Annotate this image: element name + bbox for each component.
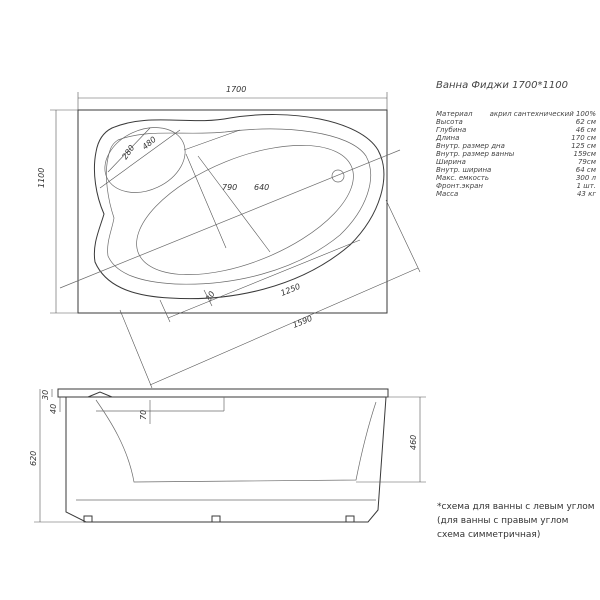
spec-value: 125 см bbox=[571, 142, 596, 150]
dim-ext-1590-right bbox=[385, 199, 421, 273]
spec-value: акрил сантехнический 100% bbox=[489, 110, 596, 118]
side-tub-inner bbox=[95, 399, 377, 483]
spec-value: 300 л bbox=[575, 174, 596, 182]
product-title: Ванна Фиджи 1700*1100 bbox=[436, 80, 568, 91]
spec-value: 159см bbox=[573, 150, 597, 158]
spec-label: Материал bbox=[436, 110, 473, 118]
spec-row: Высота 62 см bbox=[436, 118, 596, 126]
dim-label-1100: 1100 bbox=[37, 168, 46, 188]
scheme-note: *схема для ванны с левым углом (для ванн… bbox=[437, 500, 597, 542]
spec-value: 79см bbox=[577, 158, 596, 166]
spec-row: Макс. емкость 300 л bbox=[436, 174, 596, 182]
drain-icon bbox=[331, 169, 345, 183]
spec-value: 46 см bbox=[575, 126, 596, 134]
spec-value: 62 см bbox=[575, 118, 596, 126]
dim-label-30-side: 30 bbox=[41, 390, 50, 400]
top-view: 1700 1100 280 480 790 640 30 bbox=[37, 85, 421, 389]
dim-line-1590 bbox=[149, 267, 419, 386]
note-line: (для ванны с правым углом bbox=[437, 516, 569, 526]
spec-label: Внутр. ширина bbox=[436, 166, 492, 174]
tub-outer-rim bbox=[93, 114, 385, 300]
leg-1 bbox=[83, 515, 93, 523]
head-rest-outline bbox=[104, 127, 186, 193]
spec-row: Масса 43 кг bbox=[436, 190, 596, 198]
spec-value: 43 кг bbox=[576, 190, 596, 198]
leg-2 bbox=[211, 515, 221, 523]
dim-label-480: 480 bbox=[141, 135, 158, 152]
dim-ext-790-top bbox=[183, 129, 241, 151]
dim-line-280 bbox=[107, 127, 151, 173]
dim-line-1250 bbox=[167, 239, 361, 319]
axis-line bbox=[59, 149, 401, 289]
dim-label-280: 280 bbox=[120, 143, 136, 161]
dim-label-1250: 1250 bbox=[279, 282, 301, 298]
dim-label-1590: 1590 bbox=[291, 314, 313, 330]
spec-value: 1 шт. bbox=[576, 182, 596, 190]
dim-label-790: 790 bbox=[222, 183, 237, 192]
note-line: схема симметричная) bbox=[437, 530, 541, 540]
dim-line-640 bbox=[197, 155, 271, 253]
spec-value: 170 см bbox=[571, 134, 596, 142]
spec-table: Материал акрил сантехнический 100% Высота 6… bbox=[436, 110, 596, 198]
side-body-outer bbox=[65, 396, 387, 523]
dim-label-620: 620 bbox=[29, 451, 38, 466]
dim-line-30-top bbox=[203, 289, 213, 307]
side-view: 30 40 70 620 460 bbox=[29, 388, 426, 523]
spec-row: Внутр. размер ванны 159см bbox=[436, 150, 596, 158]
spec-label: Высота bbox=[436, 118, 463, 126]
dim-label-640: 640 bbox=[254, 183, 269, 192]
top-outline-rect bbox=[77, 109, 388, 314]
spec-label: Длина bbox=[436, 134, 460, 142]
spec-row: Внутр. размер дна 125 см bbox=[436, 142, 596, 150]
dim-ext-1590-left bbox=[119, 309, 153, 389]
spec-row: Материал акрил сантехнический 100% bbox=[436, 110, 596, 118]
side-headrest bbox=[87, 391, 113, 398]
spec-row: Ширина 79см bbox=[436, 158, 596, 166]
spec-row: Глубина 46 см bbox=[436, 126, 596, 134]
spec-label: Фронт.экран bbox=[436, 182, 484, 190]
note-line: *схема для ванны с левым углом bbox=[437, 502, 595, 512]
dim-line-480 bbox=[99, 129, 181, 189]
spec-value: 64 см bbox=[575, 166, 596, 174]
tub-bottom-ellipse bbox=[136, 144, 354, 276]
leg-3 bbox=[345, 515, 355, 523]
spec-row: Длина 170 см bbox=[436, 134, 596, 142]
dim-label-1700: 1700 bbox=[226, 85, 246, 94]
spec-label: Внутр. размер дна bbox=[436, 142, 505, 150]
spec-label: Ширина bbox=[436, 158, 466, 166]
spec-label: Масса bbox=[436, 190, 459, 198]
dim-line-790 bbox=[185, 153, 227, 249]
spec-row: Фронт.экран 1 шт. bbox=[436, 182, 596, 190]
spec-label: Глубина bbox=[436, 126, 467, 134]
dim-label-40: 40 bbox=[49, 404, 58, 414]
spec-label: Макс. емкость bbox=[436, 174, 490, 182]
spec-label: Внутр. размер ванны bbox=[436, 150, 515, 158]
dim-label-70: 70 bbox=[139, 410, 148, 420]
spec-row: Внутр. ширина 64 см bbox=[436, 166, 596, 174]
side-rim bbox=[57, 388, 389, 398]
dim-label-460: 460 bbox=[409, 435, 418, 450]
tub-inner-rim bbox=[106, 128, 371, 285]
dim-ext-1250-left bbox=[159, 299, 171, 323]
